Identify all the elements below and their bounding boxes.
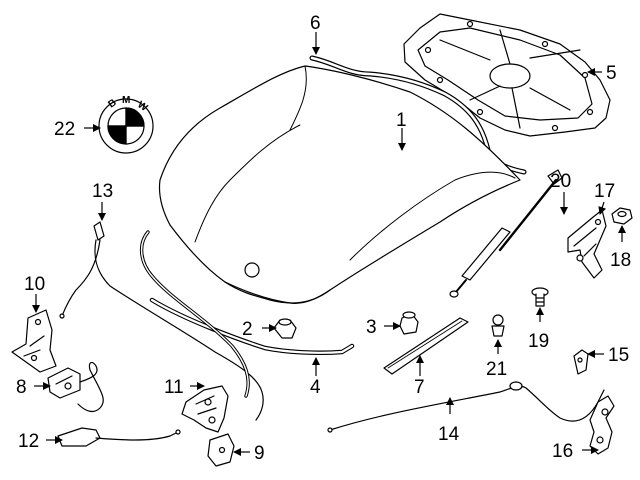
callout-3: 3 [366, 317, 377, 338]
hood-latch [48, 368, 80, 398]
hood-clip [400, 312, 418, 334]
hood-hinge [568, 210, 606, 278]
callout-4: 4 [310, 377, 321, 398]
callout-7: 7 [414, 377, 425, 398]
hood [159, 66, 520, 303]
callout-1: 1 [396, 110, 407, 131]
svg-text:M: M [122, 95, 130, 106]
hood-bumper-stop [274, 319, 296, 338]
callout-13: 13 [92, 181, 113, 202]
callout-8: 8 [16, 377, 27, 398]
nut [612, 208, 632, 224]
latch-bracket [12, 310, 56, 372]
callout-6: 6 [310, 13, 321, 34]
callout-11: 11 [164, 377, 184, 398]
hood-latch-bracket [590, 396, 614, 454]
front-trim-strip [384, 318, 468, 374]
bolt [532, 288, 548, 306]
latch-wire-harness [78, 363, 103, 412]
callout-10: 10 [24, 274, 45, 295]
callout-15: 15 [608, 345, 629, 366]
callout-12: 12 [18, 431, 39, 452]
leader-17 [598, 201, 607, 215]
callout-9: 9 [254, 443, 265, 464]
hood-front-seal-strip [152, 300, 352, 353]
callout-17: 17 [594, 181, 615, 202]
callout-14: 14 [438, 424, 460, 445]
callout-20: 20 [550, 171, 571, 192]
callout-5: 5 [606, 63, 617, 84]
hood-release-handle [58, 428, 180, 446]
bmw-emblem [99, 99, 153, 153]
hood-release-cable [60, 222, 263, 420]
callout-22: 22 [54, 119, 75, 140]
hood-latch-assembly [182, 386, 228, 432]
hood-gas-strut [450, 170, 562, 297]
hood-release-cable-right [328, 382, 604, 432]
latch-clip [208, 434, 234, 466]
callout-21: 21 [486, 359, 507, 380]
callout-2: 2 [242, 319, 253, 340]
small-bracket [574, 350, 588, 374]
callout-19: 19 [528, 331, 549, 352]
hood-release-cable-lower [142, 232, 249, 396]
callout-18: 18 [610, 250, 631, 271]
hood-adjusting-bumper [492, 315, 504, 336]
callout-16: 16 [552, 441, 573, 462]
